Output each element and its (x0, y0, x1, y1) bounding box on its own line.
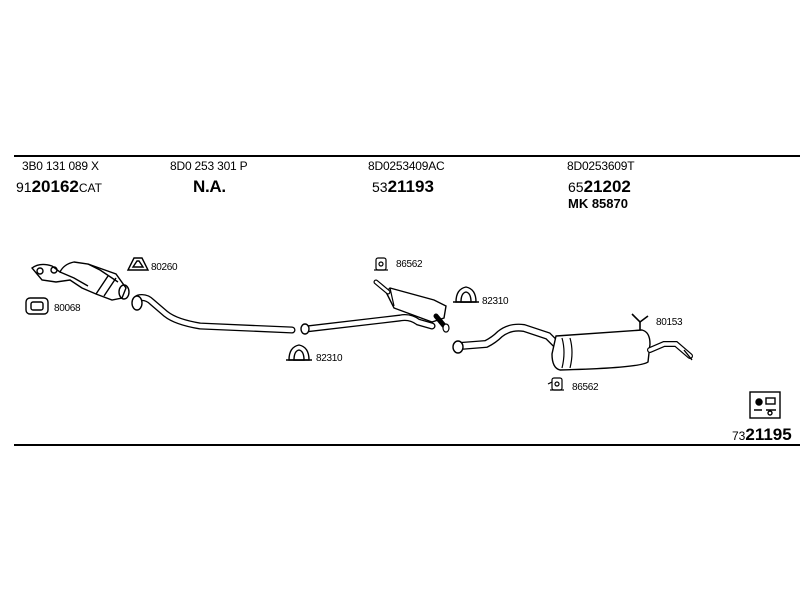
front-pipe-drawing (131, 294, 296, 334)
middle-silencer-drawing (300, 279, 450, 335)
label-sealing-ring: 80260 (151, 262, 178, 273)
not-available-label: N.A. (193, 177, 226, 196)
oem-number-middle-silencer: 8D0253409AC (368, 159, 445, 173)
oem-number-catalyst: 3B0 131 089 X (22, 159, 99, 173)
part-number-prefix: 65 (568, 179, 584, 195)
gasket-drawing (25, 297, 49, 315)
part-number-middle-silencer: 5321193 (372, 178, 434, 195)
rubber-mount-drawing (550, 377, 564, 391)
kit-number-main: 21195 (745, 425, 792, 444)
label-clamp-mid: 82310 (482, 296, 509, 307)
part-number-main: 21202 (583, 177, 631, 196)
label-mount-rear: 86562 (572, 382, 599, 393)
part-number-prefix: 91 (16, 179, 32, 195)
mounting-kit-number: MK 85870 (568, 196, 628, 211)
oem-number-front-pipe: 8D0 253 301 P (170, 159, 248, 173)
sealing-ring-drawing (126, 257, 150, 271)
bottom-divider-line (14, 444, 800, 446)
label-clamp-low: 82310 (316, 353, 343, 364)
mounting-kit-icon (749, 391, 781, 419)
catalytic-converter-drawing (30, 261, 130, 301)
label-hanger: 80153 (656, 317, 683, 328)
top-divider-line (14, 155, 800, 157)
pipe-clamp-drawing (286, 344, 312, 361)
oem-number-rear-silencer: 8D0253609T (567, 159, 635, 173)
kit-number-prefix: 73 (732, 429, 746, 443)
pipe-clamp-drawing (453, 286, 479, 303)
part-number-rear-silencer: 6521202 (568, 178, 631, 195)
label-gasket: 80068 (54, 303, 81, 314)
kit-number: 7321195 (732, 426, 792, 443)
part-number-catalyst: 9120162CAT (16, 178, 102, 195)
part-number-main: 20162 (31, 177, 79, 196)
part-number-prefix: 53 (372, 179, 388, 195)
part-number-main: 21193 (387, 177, 434, 196)
rubber-mount-drawing (374, 257, 388, 271)
hanger-drawing (631, 313, 649, 330)
part-number-suffix: CAT (78, 181, 102, 195)
label-mount-front: 86562 (396, 259, 423, 270)
rear-silencer-drawing (452, 323, 693, 385)
